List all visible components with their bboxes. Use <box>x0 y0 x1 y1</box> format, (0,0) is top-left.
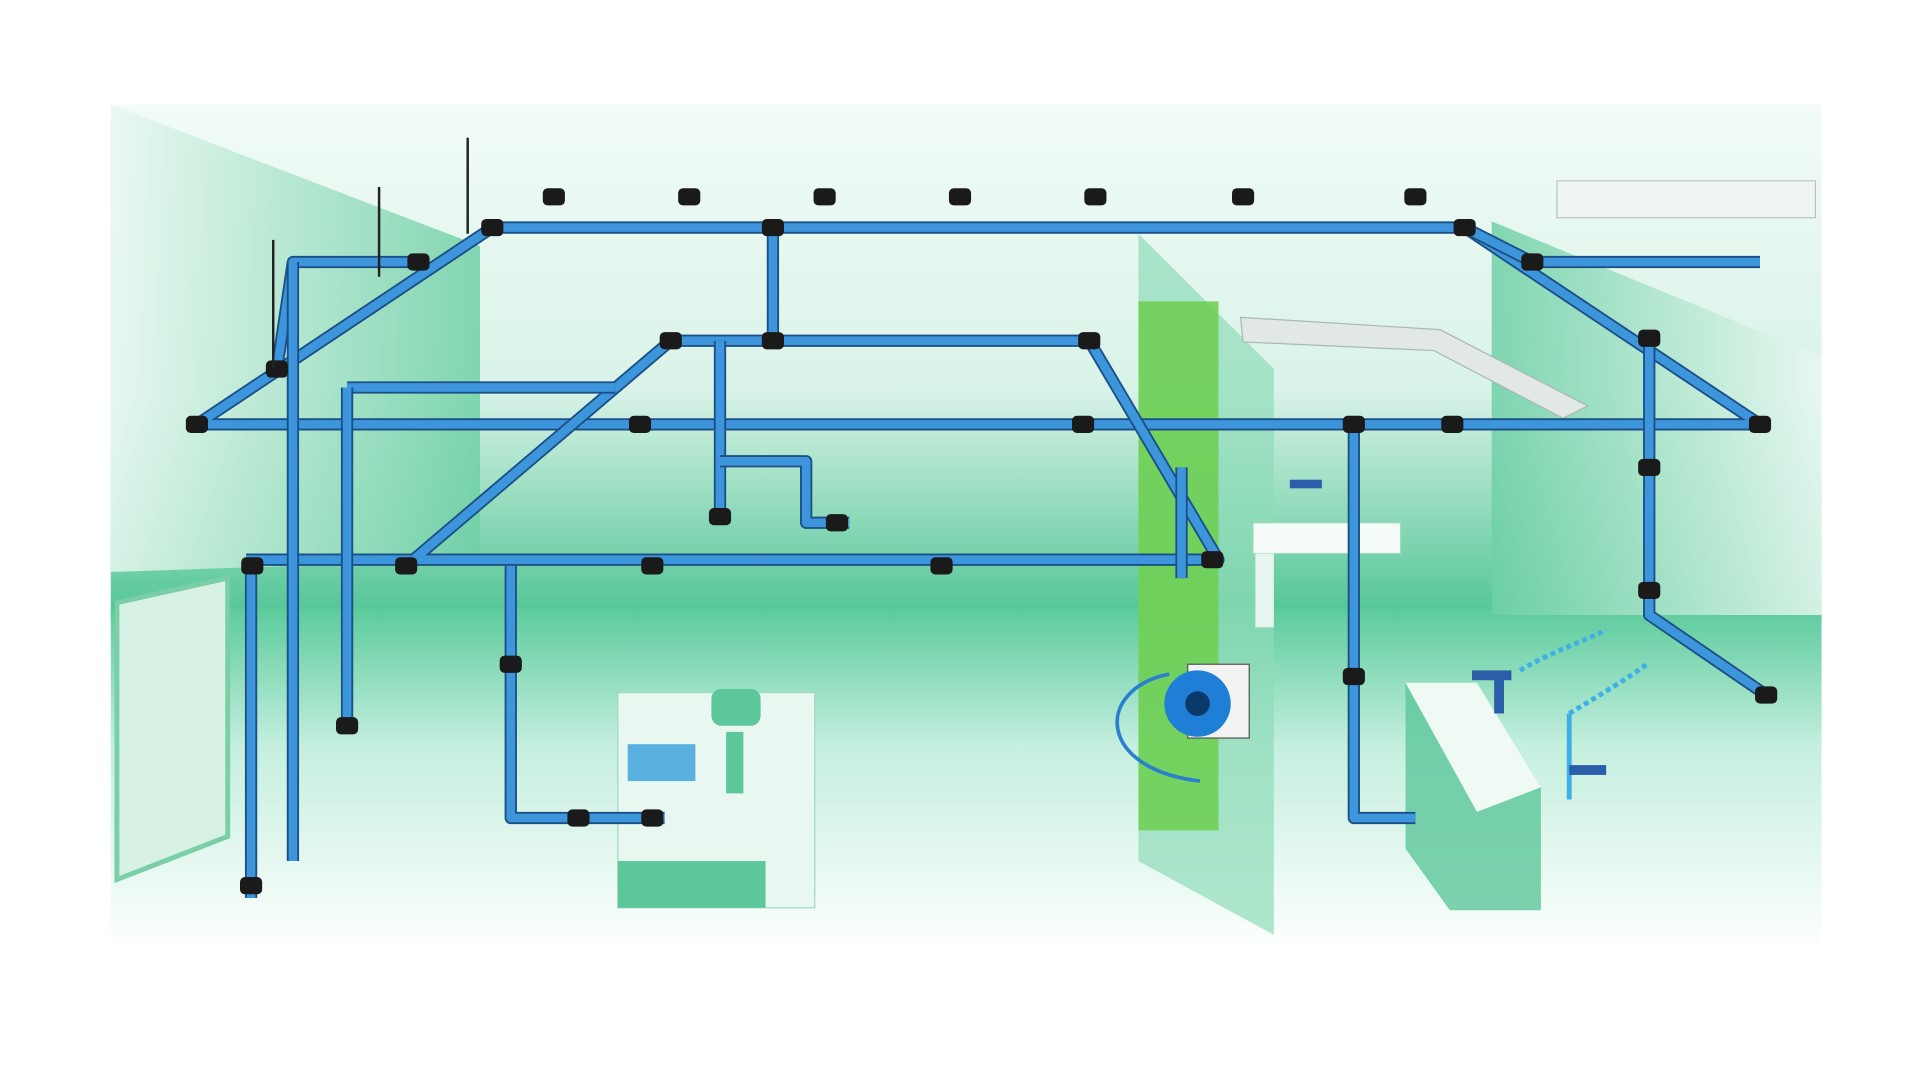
workbench <box>1252 522 1402 628</box>
pipe-fitting <box>241 557 264 575</box>
pipe-fitting <box>678 188 701 206</box>
pipe-fitting <box>761 218 784 237</box>
pipe-fittings <box>185 137 1778 895</box>
pipe-fitting <box>240 877 263 895</box>
equipment <box>617 479 1649 911</box>
pipe-fitting <box>708 508 732 526</box>
hose-reel <box>1115 663 1250 783</box>
pipe-fitting <box>481 218 504 237</box>
blow-gun <box>1289 479 1607 775</box>
pipe-fitting <box>641 809 664 827</box>
pipe-fitting <box>185 415 208 433</box>
pipe-fitting <box>1078 332 1101 350</box>
pipe-fitting <box>761 332 784 350</box>
pipe-fitting <box>1748 415 1772 433</box>
pipe-fitting <box>948 188 972 206</box>
pipe-fitting <box>1638 458 1661 477</box>
window <box>114 575 231 884</box>
pipe-fitting <box>542 188 565 206</box>
assembly-bench <box>1405 682 1541 911</box>
pipe-fitting <box>336 717 359 735</box>
pipe-fitting <box>567 809 590 827</box>
pipe-fitting <box>1638 581 1661 600</box>
pipe-fitting <box>1232 188 1255 206</box>
pipe-fitting <box>825 514 848 532</box>
pipe-fitting <box>1638 329 1661 347</box>
floor <box>110 608 1822 954</box>
pipe-fitting <box>641 557 664 575</box>
pipe-fitting <box>1521 253 1544 271</box>
pipe-fitting <box>1342 415 1365 433</box>
pipe-fitting <box>407 253 430 271</box>
pipe-fitting <box>1755 686 1778 704</box>
pipe-segment <box>506 565 665 823</box>
pipe-fitting <box>659 332 682 350</box>
pipe-fitting <box>265 360 288 378</box>
pipe-fitting <box>395 557 418 575</box>
pipe-fitting <box>1404 188 1427 206</box>
pipe-fitting <box>813 188 836 206</box>
pipe-fitting <box>1441 415 1464 433</box>
pipe-fitting <box>1072 415 1095 433</box>
pipe-fitting <box>628 415 652 433</box>
pipe-segment <box>1349 424 1416 823</box>
pipe-segment <box>1644 338 1769 699</box>
pipe-fitting <box>499 655 522 673</box>
pipe-fitting <box>930 557 953 575</box>
coiled-air-hose <box>1518 627 1649 800</box>
pipe-fitting <box>1342 667 1365 686</box>
machine-tool <box>617 688 816 909</box>
pipe-fitting <box>1201 551 1224 569</box>
pipe-fitting <box>1084 188 1107 206</box>
pipe-fitting <box>1453 218 1476 237</box>
ceiling-cable-tray <box>1556 180 1816 219</box>
